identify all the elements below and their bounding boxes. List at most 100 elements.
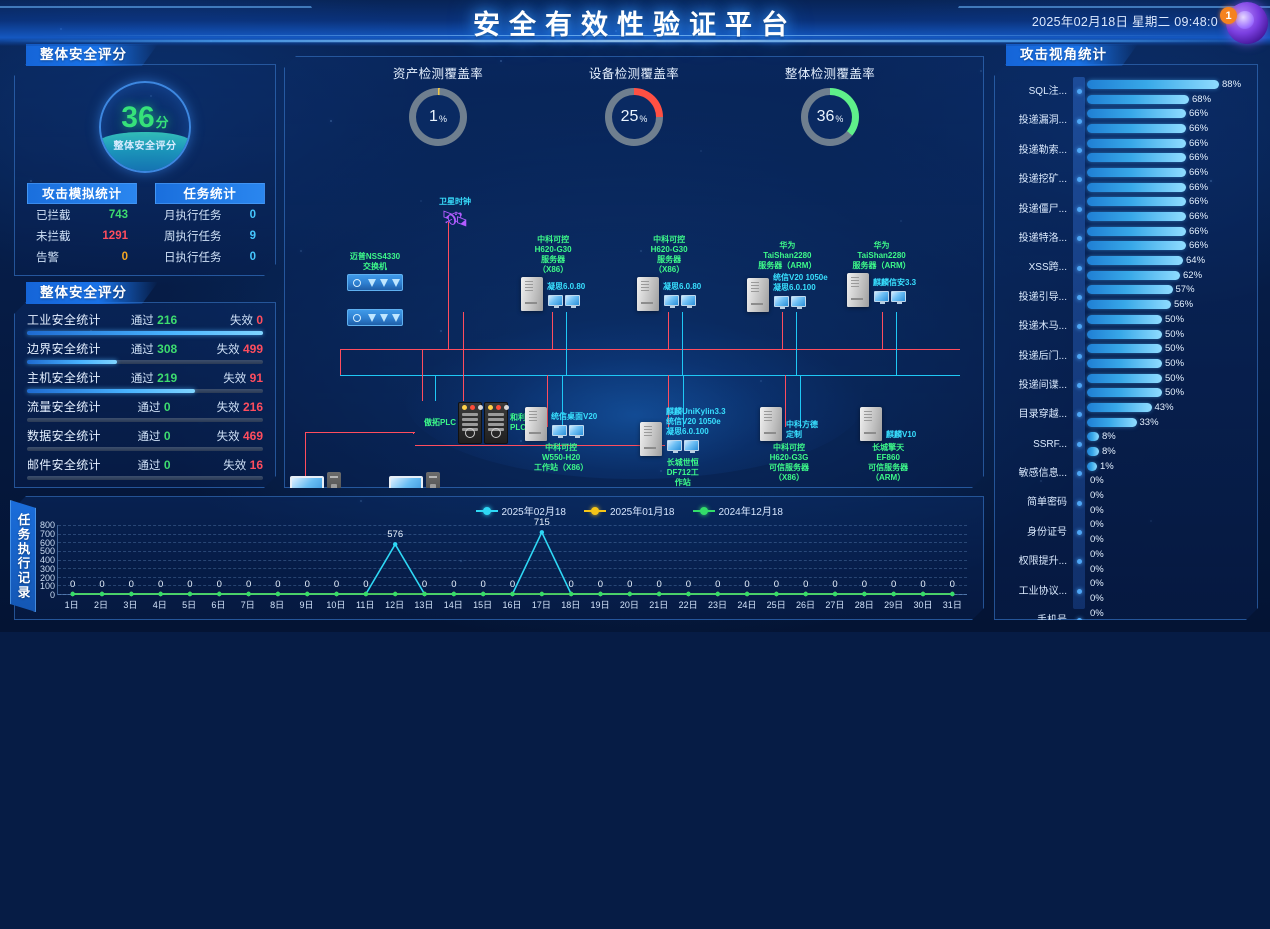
attack-bar-row: 0%	[1087, 782, 1251, 797]
attack-bar-row: 8%	[1087, 430, 1251, 445]
attack-bar-row: 0%	[1087, 900, 1251, 915]
legend-item[interactable]: 2025年02月18	[476, 503, 567, 518]
attack-axis-marker	[1073, 724, 1085, 753]
attack-axis-marker	[1073, 841, 1085, 870]
topology-link	[463, 349, 464, 401]
x-tick-label: 7日	[241, 598, 255, 611]
topology-server-node[interactable]: 中科可控H620-G30服务器（X86）凝思6.0.80	[521, 235, 585, 311]
topology-server-node[interactable]: 中科可控H620-G30服务器（X86）凝思6.0.80	[637, 235, 701, 311]
y-tick-label: 400	[40, 555, 55, 565]
attack-bar-value: 8%	[1102, 431, 1116, 442]
security-stat-name: 流量安全统计	[27, 398, 119, 415]
chart-legend: 2025年02月18 2025年01月18 2024年12月18	[476, 503, 784, 518]
attack-axis-marker	[1073, 518, 1085, 547]
topology-link	[340, 375, 960, 376]
attack-axis-marker	[1073, 753, 1085, 782]
attack-bar-value: 0%	[1090, 828, 1104, 839]
legend-label: 2025年01月18	[610, 503, 675, 518]
pass-label: 通过	[137, 402, 160, 414]
topology-link	[896, 312, 897, 375]
topology-satellite-node[interactable]: 卫星时钟🛰	[415, 197, 495, 231]
fail-label: 失效	[217, 402, 240, 414]
attack-bar-value: 66%	[1189, 167, 1208, 178]
topology-switch-node[interactable]: 迈普NSS4330交换机	[340, 252, 410, 291]
topology-panel: 资产检测覆盖率1%设备检测覆盖率25%整体检测覆盖率36%卫星时钟🛰迈普NSS4…	[284, 56, 984, 488]
attack-bar-fill	[1087, 315, 1162, 324]
attack-bar-row: 66%	[1087, 239, 1251, 254]
attack-bar-value: 64%	[1186, 255, 1205, 266]
security-stat-name: 邮件安全统计	[27, 456, 119, 473]
attack-type-label: 敏感信息...	[999, 459, 1071, 488]
attack-bar-row: 0%	[1087, 591, 1251, 606]
x-tick-label: 1日	[65, 598, 79, 611]
attack-type-label: 投递特洛...	[999, 224, 1071, 253]
topology-server-node[interactable]: 统信桌面V20中科可控W550-H20工作站（X86）	[525, 407, 597, 473]
topology-server-node[interactable]: 中科方德定制中科可控H620-G3G可信服务器（X86）	[760, 407, 818, 483]
attack-bar-row: 0%	[1087, 870, 1251, 885]
topology-server-node[interactable]: 麒麟UniKylin3.3统信V20 1050e凝思6.0.100长城世恒DF7…	[640, 407, 726, 498]
topology-switch-node-2[interactable]	[340, 309, 410, 326]
attack-bar-fill	[1087, 432, 1099, 441]
legend-item[interactable]: 2025年01月18	[584, 503, 675, 518]
attack-bar-row: 50%	[1087, 371, 1251, 386]
topology-node-os: 麒麟UniKylin3.3统信V20 1050e凝思6.0.100	[666, 407, 726, 437]
attack-bar-row: 50%	[1087, 385, 1251, 400]
attack-bar-value: 0%	[1090, 593, 1104, 604]
attack-axis-marker	[1073, 694, 1085, 723]
attack-bar-row: 0%	[1087, 914, 1251, 929]
legend-item[interactable]: 2024年12月18	[693, 503, 784, 518]
attack-axis-marker	[1073, 77, 1085, 106]
topology-server-node[interactable]: 华为TaiShan2280服务器（ARM）统信V20 1050e凝思6.0.10…	[747, 241, 828, 312]
attack-bar-row: 66%	[1087, 195, 1251, 210]
attack-bar-row: 66%	[1087, 136, 1251, 151]
topology-node-label: 中科可控W550-H20工作站（X86）	[525, 443, 597, 473]
topology-node-label: 中科可控H620-G30服务器（X86）	[521, 235, 585, 275]
attack-axis-marker	[1073, 342, 1085, 371]
server-icon	[760, 407, 782, 441]
attack-bar-row: 62%	[1087, 268, 1251, 283]
attack-axis-marker	[1073, 430, 1085, 459]
attack-type-label: 病毒邮件	[999, 724, 1071, 753]
attack-bar-row: 0%	[1087, 650, 1251, 665]
x-tick-label: 31日	[943, 598, 962, 611]
attack-axis-marker	[1073, 371, 1085, 400]
legend-marker	[476, 510, 498, 512]
attack-type-label: 手机号	[999, 606, 1071, 635]
topology-server-node[interactable]: 华为TaiShan2280服务器（ARM）麒麟信安3.3	[847, 241, 916, 307]
security-stat-progress	[27, 360, 263, 364]
chart-point-label: 0	[481, 579, 486, 590]
switch-icon	[347, 309, 403, 326]
attack-bar-row: 0%	[1087, 855, 1251, 870]
y-tick-label: 800	[40, 520, 55, 530]
monitor-icon	[684, 440, 699, 451]
x-tick-label: 26日	[796, 598, 815, 611]
attack-axis-marker	[1073, 400, 1085, 429]
attack-bar-fill	[1087, 153, 1186, 162]
attack-bar-row: 0%	[1087, 547, 1251, 562]
server-icon	[525, 407, 547, 441]
attack-type-label: 工业协议...	[999, 694, 1071, 723]
x-tick-label: 16日	[502, 598, 521, 611]
attack-axis-marker	[1073, 136, 1085, 165]
x-tick-label: 17日	[532, 598, 551, 611]
attack-bar-fill	[1087, 212, 1186, 221]
pass-value: 216	[157, 313, 177, 327]
attack-bar-value: 0%	[1090, 872, 1104, 883]
attack-label-column: SQL注...投递漏洞...投递勒索...投递挖矿...投递僵尸...投递特洛.…	[999, 77, 1071, 929]
attack-bar-fill	[1087, 95, 1189, 104]
chart-point-label: 0	[217, 579, 222, 590]
notification-badge[interactable]: 1	[1220, 7, 1237, 24]
security-stat-progress	[27, 476, 263, 480]
attack-statistics-panel: SQL注...投递漏洞...投递勒索...投递挖矿...投递僵尸...投递特洛.…	[994, 64, 1258, 620]
y-tick-label: 300	[40, 564, 55, 574]
topology-server-node[interactable]: 麒麟V10长城擎天EF860可信服务器（ARM）	[860, 407, 916, 483]
task-stats-value: 0	[250, 209, 256, 221]
attack-type-label: 工业协议...	[999, 841, 1071, 870]
chart-point-label: 0	[422, 579, 427, 590]
attack-type-label: 投递木马...	[999, 312, 1071, 341]
attack-axis-marker	[1073, 165, 1085, 194]
chart-point-label: 0	[832, 579, 837, 590]
y-tick-label: 0	[50, 590, 55, 600]
chart-point-label: 0	[334, 579, 339, 590]
attack-axis-marker	[1073, 606, 1085, 635]
